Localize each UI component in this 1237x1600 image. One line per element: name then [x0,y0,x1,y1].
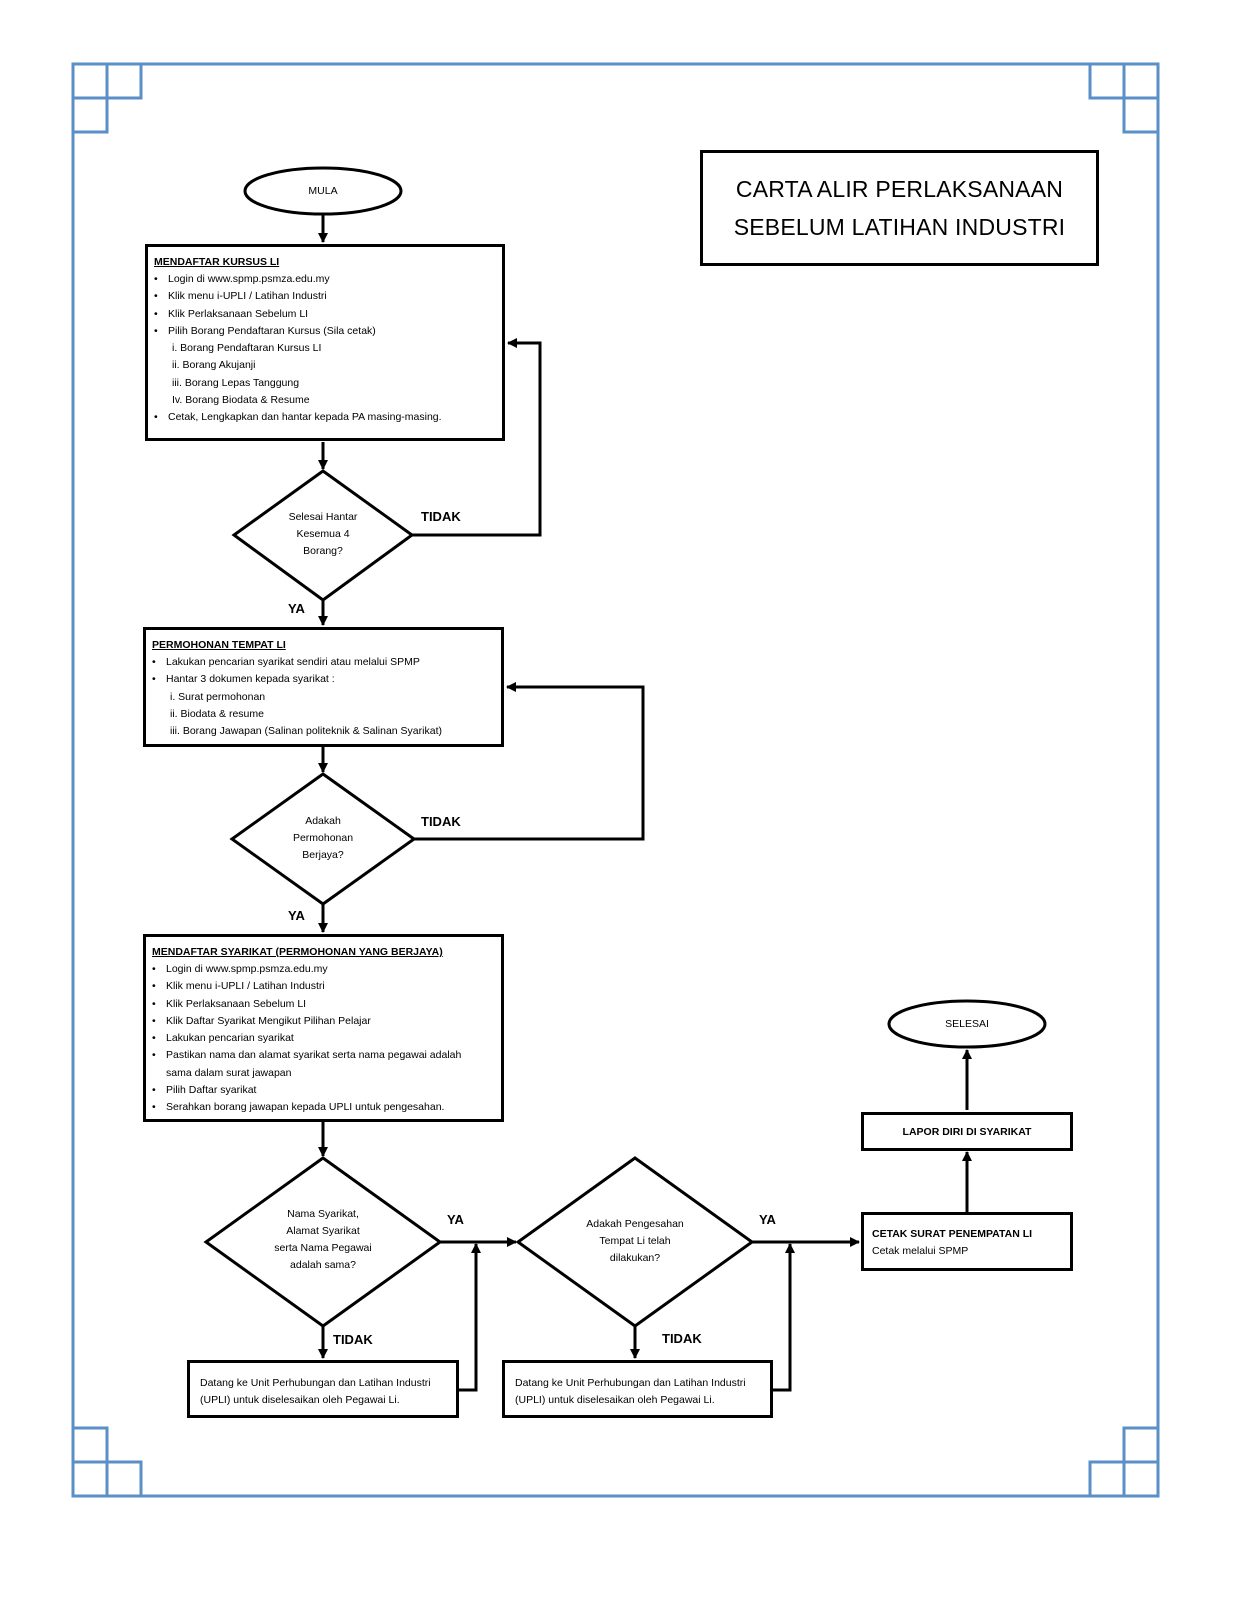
list-item: Pilih Daftar syarikat [152,1082,493,1100]
no-label-2: TIDAK [421,814,461,829]
process-box-placement-application: PERMOHONAN TEMPAT LI Lakukan pencarian s… [143,627,504,747]
list-item: Iv. Borang Biodata & Resume [172,394,310,407]
list-item: iii. Borang Lepas Tanggung [172,376,300,389]
list-item: iii. Borang Jawapan (Salinan politeknik … [170,725,442,738]
list-item: Hantar 3 dokumen kepada syarikat : [152,671,493,689]
no-label-3: TIDAK [333,1332,373,1347]
decision-line: dilakukan? [609,1252,661,1264]
list-item: Pilih Borang Pendaftaran Kursus (Sila ce… [154,323,494,341]
list-item: Klik Perlaksanaan Sebelum LI [154,306,494,324]
list-item: Klik menu i-UPLI / Latihan Industri [154,288,494,306]
process-box-title: LAPOR DIRI DI SYARIKAT [902,1125,1032,1138]
process-box-report-to-company: LAPOR DIRI DI SYARIKAT [861,1112,1073,1151]
decision-line: Tempat Li telah [599,1235,671,1247]
decision-1-text: Selesai Hantar Kesemua 4 Borang? [263,509,383,560]
process-box-print-placement-letter: CETAK SURAT PENEMPATAN LI Cetak melalui … [861,1212,1073,1271]
decision-line: adalah sama? [290,1259,356,1271]
list-item: ii. Borang Akujanji [172,359,256,372]
yes-label-4: YA [759,1212,776,1227]
decision-line: Alamat Syarikat [286,1225,360,1237]
list-item: Pastikan nama dan alamat syarikat serta … [152,1047,474,1082]
process-box-register-company: MENDAFTAR SYARIKAT (PERMOHONAN YANG BERJ… [143,934,504,1122]
no-label-4: TIDAK [662,1331,702,1346]
list-item: Lakukan pencarian syarikat [152,1030,493,1048]
box-line: Datang ke Unit Perhubungan dan Latihan I… [515,1377,746,1389]
decision-line: Adakah Pengesahan [586,1218,684,1230]
connectors [318,214,972,1392]
process-box-title: MENDAFTAR KURSUS LI [154,256,280,268]
process-box-title: MENDAFTAR SYARIKAT (PERMOHONAN YANG BERJ… [152,946,443,958]
list-item: Klik Daftar Syarikat Mengikut Pilihan Pe… [152,1013,493,1031]
list-item: Login di www.spmp.psmza.edu.my [154,271,494,289]
process-box-visit-upli-2: Datang ke Unit Perhubungan dan Latihan I… [502,1360,773,1418]
list-item: Klik Perlaksanaan Sebelum LI [152,996,493,1014]
decision-line: Nama Syarikat, [287,1208,359,1220]
start-label: MULA [308,184,338,197]
chart-title-line-2: SEBELUM LATIHAN INDUSTRI [733,214,1066,240]
list-item: i. Borang Pendaftaran Kursus LI [172,342,322,355]
list-item: Serahkan borang jawapan kepada UPLI untu… [152,1099,493,1117]
decision-line: Berjaya? [302,849,344,861]
list-item: Login di www.spmp.psmza.edu.my [152,961,493,979]
end-terminal [887,999,1047,1049]
list-item: ii. Biodata & resume [170,707,264,720]
decision-line: Kesemua 4 [296,528,350,540]
process-box-title: PERMOHONAN TEMPAT LI [152,639,286,651]
decision-2-text: Adakah Permohonan Berjaya? [263,813,383,864]
box-line: (UPLI) untuk diselesaikan oleh Pegawai L… [515,1394,715,1406]
decision-line: Selesai Hantar [288,511,358,523]
process-box-register-course: MENDAFTAR KURSUS LI Login di www.spmp.ps… [145,244,505,441]
chart-title-line-1: CARTA ALIR PERLAKSANAAN [735,176,1064,202]
no-label-1: TIDAK [421,509,461,524]
box-line: Datang ke Unit Perhubungan dan Latihan I… [200,1377,431,1389]
decision-3-text: Nama Syarikat, Alamat Syarikat serta Nam… [253,1206,393,1274]
process-box-note: Cetak melalui SPMP [872,1245,969,1257]
list-item: Klik menu i-UPLI / Latihan Industri [152,978,493,996]
process-box-title: CETAK SURAT PENEMPATAN LI [872,1228,1033,1240]
page-border [71,62,1160,1498]
decision-line: Borang? [303,545,343,557]
decision-line: Permohonan [292,832,354,844]
yes-label-3: YA [447,1212,464,1227]
list-item: Lakukan pencarian syarikat sendiri atau … [152,654,493,672]
list-item: Cetak, Lengkapkan dan hantar kepada PA m… [154,409,494,427]
decision-line: Adakah [305,815,341,827]
process-box-visit-upli-1: Datang ke Unit Perhubungan dan Latihan I… [187,1360,459,1418]
yes-label-1: YA [288,601,305,616]
list-item: i. Surat permohonan [170,690,266,703]
decision-4-text: Adakah Pengesahan Tempat Li telah dilaku… [565,1216,705,1267]
end-label: SELESAI [945,1017,989,1030]
yes-label-2: YA [288,908,305,923]
chart-title-box: CARTA ALIR PERLAKSANAAN SEBELUM LATIHAN … [700,150,1099,266]
decision-line: serta Nama Pegawai [274,1242,372,1254]
box-line: (UPLI) untuk diselesaikan oleh Pegawai L… [200,1394,400,1406]
